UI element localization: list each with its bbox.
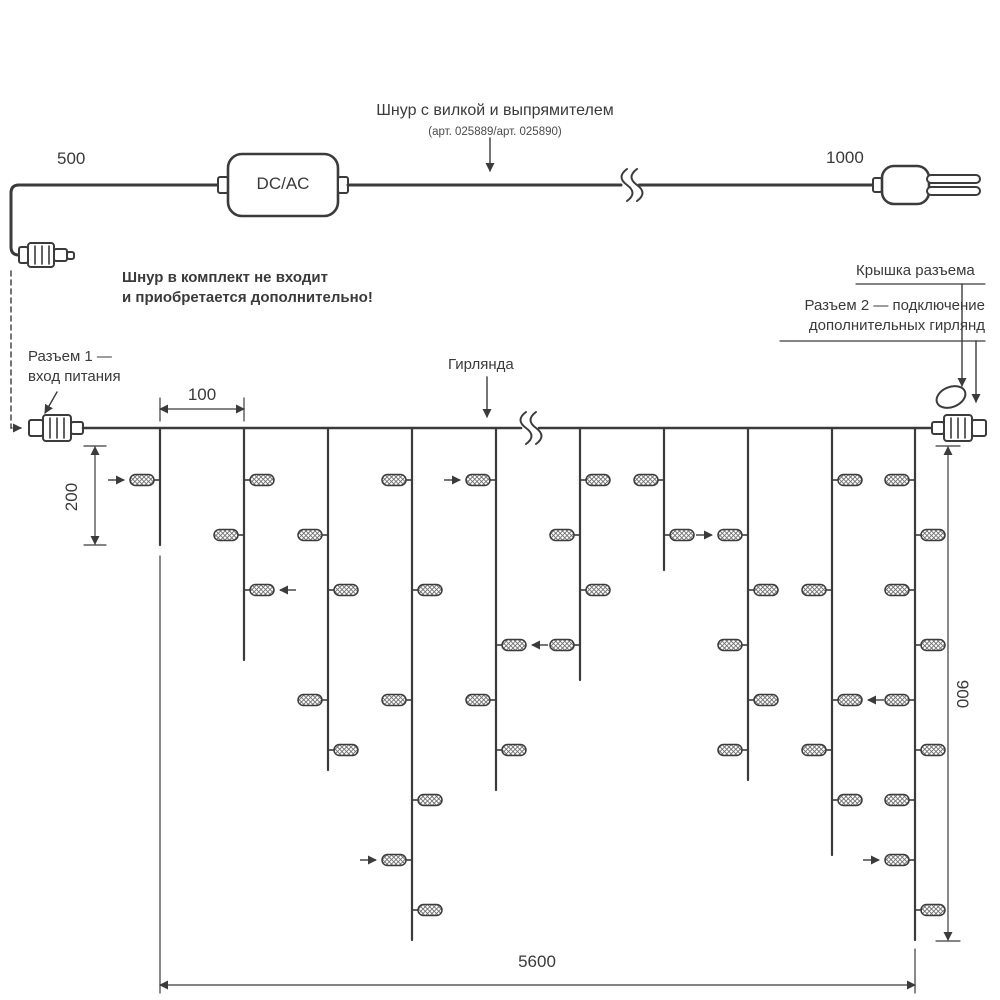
led-bulb	[753, 693, 779, 707]
led-bulb	[465, 693, 491, 707]
power-cord-assembly	[9, 137, 981, 268]
connector2-label-line1: Разъем 2 — подключение	[804, 297, 985, 314]
led-bulb	[501, 743, 527, 757]
led-bulb	[249, 473, 275, 487]
led-bulb	[129, 473, 155, 487]
connector-cap-loop	[935, 385, 967, 409]
connector-body	[27, 242, 55, 268]
led-bulb	[333, 583, 359, 597]
led-bulb	[884, 693, 910, 707]
led-bulb	[213, 528, 239, 542]
note-line-1: Шнур в комплект не входит	[122, 269, 328, 286]
connector1-arrow	[44, 391, 58, 414]
dim-1000-label: 1000	[826, 148, 864, 167]
led-bulb	[297, 693, 323, 707]
led-bulb	[884, 583, 910, 597]
led-bulb	[333, 743, 359, 757]
connector-collar	[70, 421, 84, 435]
connector2-label-line2: дополнительных гирлянд	[808, 317, 985, 334]
led-bulb	[837, 473, 863, 487]
dim-100-label: 100	[187, 385, 217, 404]
plug-body	[880, 164, 931, 206]
led-bulb	[417, 793, 443, 807]
led-bulb	[549, 528, 575, 542]
led-bulb	[837, 693, 863, 707]
led-bulb	[884, 793, 910, 807]
dimension-900	[935, 445, 961, 942]
cord-break-mark	[630, 168, 644, 202]
dim-900-label: 900	[953, 679, 972, 709]
dimension-100	[159, 397, 245, 422]
plug-collar	[872, 177, 883, 193]
cord-break-mark	[620, 168, 634, 202]
led-bulb	[585, 583, 611, 597]
connector-end-cap	[971, 419, 987, 437]
led-bulb	[801, 583, 827, 597]
cord-subtitle: (арт. 025889/арт. 025890)	[428, 126, 562, 138]
dim-500-label: 500	[57, 149, 86, 168]
dim-5600-label: 5600	[518, 952, 556, 971]
garland-assembly	[28, 385, 987, 942]
led-bulb	[884, 853, 910, 867]
cord-left-segment	[9, 183, 230, 257]
led-bulb	[549, 638, 575, 652]
converter-label: DC/AC	[256, 174, 310, 193]
led-bulb	[753, 583, 779, 597]
led-bulb	[381, 853, 407, 867]
led-bulb	[920, 528, 946, 542]
led-bulb	[884, 473, 910, 487]
connector-collar	[18, 246, 29, 264]
wire-break-mark	[529, 411, 543, 445]
led-bulb	[501, 638, 527, 652]
wire-break-mark	[519, 411, 533, 445]
icicle-drops	[108, 426, 946, 942]
garland-label: Гирлянда	[448, 356, 514, 373]
cord-end-connector	[18, 242, 75, 268]
led-bulb	[801, 743, 827, 757]
dimension-5600	[159, 555, 916, 994]
led-bulb	[585, 473, 611, 487]
led-bulb	[297, 528, 323, 542]
connector1-label-line2: вход питания	[28, 368, 121, 385]
plug-pin-bottom	[926, 186, 981, 196]
led-bulb	[417, 583, 443, 597]
dimension-200	[83, 445, 107, 546]
converter-gland-left	[217, 176, 229, 194]
connector-collar	[931, 421, 945, 435]
dim-200-label: 200	[62, 482, 81, 512]
cap-label: Крышка разъема	[856, 262, 975, 279]
led-bulb	[717, 638, 743, 652]
connector-back-cap	[28, 419, 44, 437]
led-bulb	[669, 528, 695, 542]
led-bulb	[920, 743, 946, 757]
led-bulb	[417, 903, 443, 917]
led-bulb	[717, 528, 743, 542]
plug-pin-top	[926, 174, 981, 184]
led-bulb	[465, 473, 491, 487]
connector1-label-line1: Разъем 1 —	[28, 348, 112, 365]
led-bulb	[249, 583, 275, 597]
led-bulb	[633, 473, 659, 487]
connector-1	[28, 414, 84, 442]
connector-tip	[53, 248, 68, 262]
connector-nub	[66, 251, 75, 260]
led-bulb	[920, 638, 946, 652]
led-bulb	[381, 693, 407, 707]
note-line-2: и приобретается дополнительно!	[122, 289, 373, 306]
cord-title: Шнур с вилкой и выпрямителем	[376, 102, 614, 119]
optional-cord-dashed-path	[10, 270, 22, 433]
led-bulb	[717, 743, 743, 757]
led-bulb	[381, 473, 407, 487]
led-bulb	[837, 793, 863, 807]
connector-2	[931, 385, 987, 442]
mains-plug	[872, 164, 981, 206]
led-bulb	[920, 903, 946, 917]
